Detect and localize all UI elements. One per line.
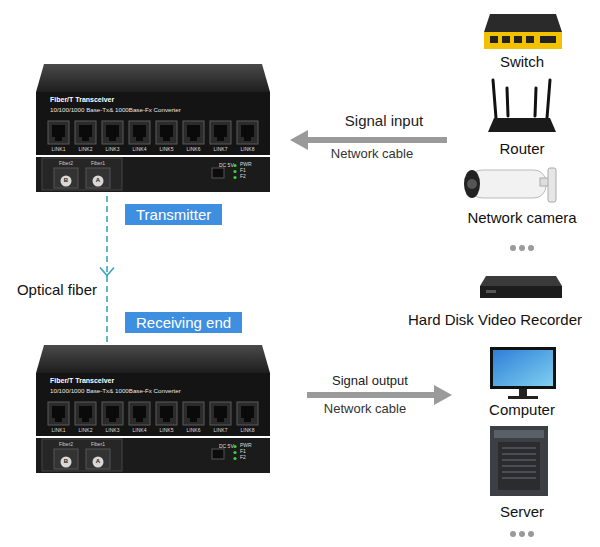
device-label: 10/100/1000 Base-Tx& 1000Base-Fx Convert…	[50, 106, 181, 113]
edge-label: Optical fiber	[17, 281, 97, 298]
text-label: Computer	[489, 401, 555, 418]
device-label: LINK2	[79, 428, 93, 434]
device-label: LINK6	[187, 428, 201, 434]
recorder-icon	[480, 276, 562, 298]
server-icon	[490, 426, 548, 496]
device-label: B	[64, 458, 68, 465]
device-label: LINK3	[106, 147, 120, 153]
text-label: Network cable	[331, 147, 413, 162]
text-label: Signal output	[332, 374, 408, 389]
device-label: Fiber/T Transceiver	[50, 96, 114, 104]
text-label: Network camera	[467, 209, 576, 226]
device-label: B	[64, 177, 68, 184]
camera-icon	[464, 168, 556, 202]
device-label: PWR	[240, 162, 252, 168]
text-label: Switch	[500, 53, 544, 70]
device-label: F1	[240, 449, 246, 455]
transceiver-device: Fiber/T Transceiver 10/100/1000 Base-Tx& …	[36, 345, 270, 475]
device-label: Fiber1	[91, 161, 105, 167]
role-badge: Transmitter	[125, 204, 222, 225]
device-label: DC 5V	[219, 163, 234, 169]
badge-text: Receiving end	[136, 314, 231, 331]
transceiver-body	[36, 345, 270, 475]
device-label: F2	[240, 455, 246, 461]
router-icon	[488, 80, 556, 132]
device-label: LINK5	[160, 428, 174, 434]
device-label: F2	[240, 174, 246, 180]
device-label: LINK1	[52, 428, 66, 434]
device-label: LINK4	[133, 147, 147, 153]
transceiver-device: Fiber/T Transceiver 10/100/1000 Base-Tx& …	[36, 64, 270, 194]
device-label: LINK1	[52, 147, 66, 153]
text-label: Hard Disk Video Recorder	[408, 311, 582, 328]
device-label: LINK8	[241, 428, 255, 434]
device-label: Fiber2	[59, 442, 73, 448]
device-label: LINK6	[187, 147, 201, 153]
text-label: Router	[499, 140, 544, 157]
device-label: LINK4	[133, 428, 147, 434]
device-label: LINK7	[214, 147, 228, 153]
more-dots	[510, 245, 534, 251]
badge-text: Transmitter	[136, 206, 211, 223]
role-badge: Receiving end	[125, 312, 242, 333]
device-label: LINK3	[106, 428, 120, 434]
device-label: Fiber2	[59, 161, 73, 167]
device-label: A	[96, 177, 100, 184]
text-label: Server	[500, 503, 544, 520]
device-label: F1	[240, 168, 246, 174]
device-label: PWR	[240, 443, 252, 449]
device-label: Fiber/T Transceiver	[50, 377, 114, 385]
computer-icon	[490, 347, 556, 399]
device-label: LINK2	[79, 147, 93, 153]
device-label: DC 5V	[219, 444, 234, 450]
more-dots	[510, 531, 534, 537]
text-label: Network cable	[324, 402, 406, 417]
text-label: Signal input	[345, 112, 423, 129]
device-label: LINK5	[160, 147, 174, 153]
device-label: LINK8	[241, 147, 255, 153]
fiber-connector	[100, 196, 114, 343]
device-label: A	[96, 458, 100, 465]
device-label: Fiber1	[91, 442, 105, 448]
device-label: 10/100/1000 Base-Tx& 1000Base-Fx Convert…	[50, 387, 181, 394]
device-label: LINK7	[214, 428, 228, 434]
transceiver-body	[36, 64, 270, 194]
switch-icon	[484, 14, 562, 49]
